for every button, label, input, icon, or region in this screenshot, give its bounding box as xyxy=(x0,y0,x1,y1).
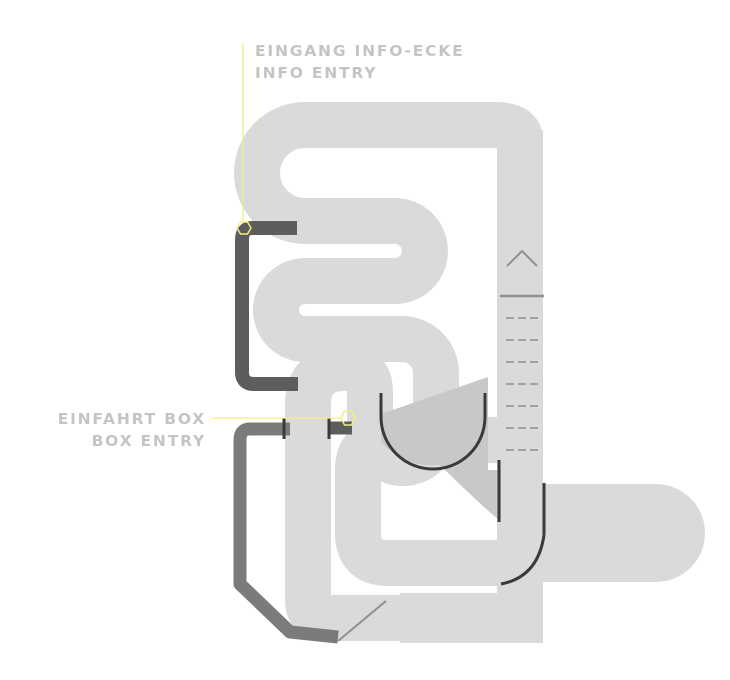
info-entry-label-en: INFO ENTRY xyxy=(255,64,378,82)
info-entry-label-de: EINGANG INFO-ECKE xyxy=(255,42,465,60)
track-shade xyxy=(381,377,501,522)
hairpin-curb xyxy=(379,393,487,471)
info-corner-lane xyxy=(235,221,298,391)
pit-exit-line xyxy=(337,600,387,642)
track-fill-right xyxy=(497,130,543,610)
pit-lanes xyxy=(233,221,352,644)
box-entry-label: EINFAHRT BOX BOX ENTRY xyxy=(58,408,206,452)
info-entry-label: EINGANG INFO-ECKE INFO ENTRY xyxy=(255,40,465,84)
east-hairpin xyxy=(520,484,705,582)
track-fill-bottom xyxy=(400,593,543,643)
box-entry-label-de: EINFAHRT BOX xyxy=(57,410,206,428)
box-entry-label-en: BOX ENTRY xyxy=(91,432,206,450)
grandstand-seats xyxy=(506,317,538,451)
leader-lines xyxy=(212,43,341,419)
race-track xyxy=(234,102,705,643)
hexagon-icon[interactable] xyxy=(340,410,356,426)
hexagon-icon[interactable] xyxy=(236,221,252,235)
corner-curb xyxy=(500,534,546,586)
chevron-up-icon xyxy=(506,249,538,267)
main-circuit xyxy=(234,102,543,610)
grandstand xyxy=(500,249,544,451)
box-lane xyxy=(233,422,339,644)
inner-infield-loop xyxy=(335,417,498,586)
curbs xyxy=(282,393,546,586)
